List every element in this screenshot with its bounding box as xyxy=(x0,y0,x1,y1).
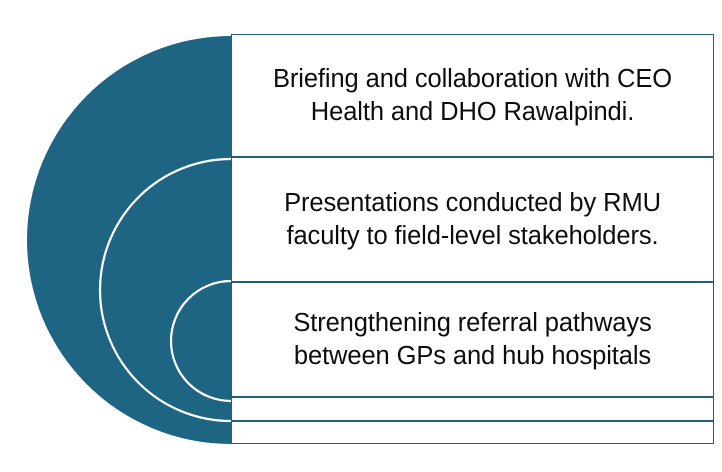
middle-ring-shape xyxy=(98,157,231,423)
panel-item-2[interactable]: Presentations conducted by RMU faculty t… xyxy=(231,157,714,282)
panel-item-2-label: Presentations conducted by RMU faculty t… xyxy=(284,188,661,250)
panel-item-4[interactable] xyxy=(231,397,714,421)
inner-ring-shape xyxy=(169,279,231,403)
panel-item-3[interactable]: Strengthening referral pathways between … xyxy=(231,282,714,397)
panel-item-1-label: Briefing and collaboration with CEO Heal… xyxy=(272,64,673,126)
panel-item-3-label: Strengthening referral pathways between … xyxy=(293,308,652,370)
outer-ring-shape xyxy=(27,36,231,444)
panel-stack: Briefing and collaboration with CEO Heal… xyxy=(231,34,714,444)
panel-item-5[interactable] xyxy=(231,421,714,444)
panel-item-1[interactable]: Briefing and collaboration with CEO Heal… xyxy=(231,34,714,157)
